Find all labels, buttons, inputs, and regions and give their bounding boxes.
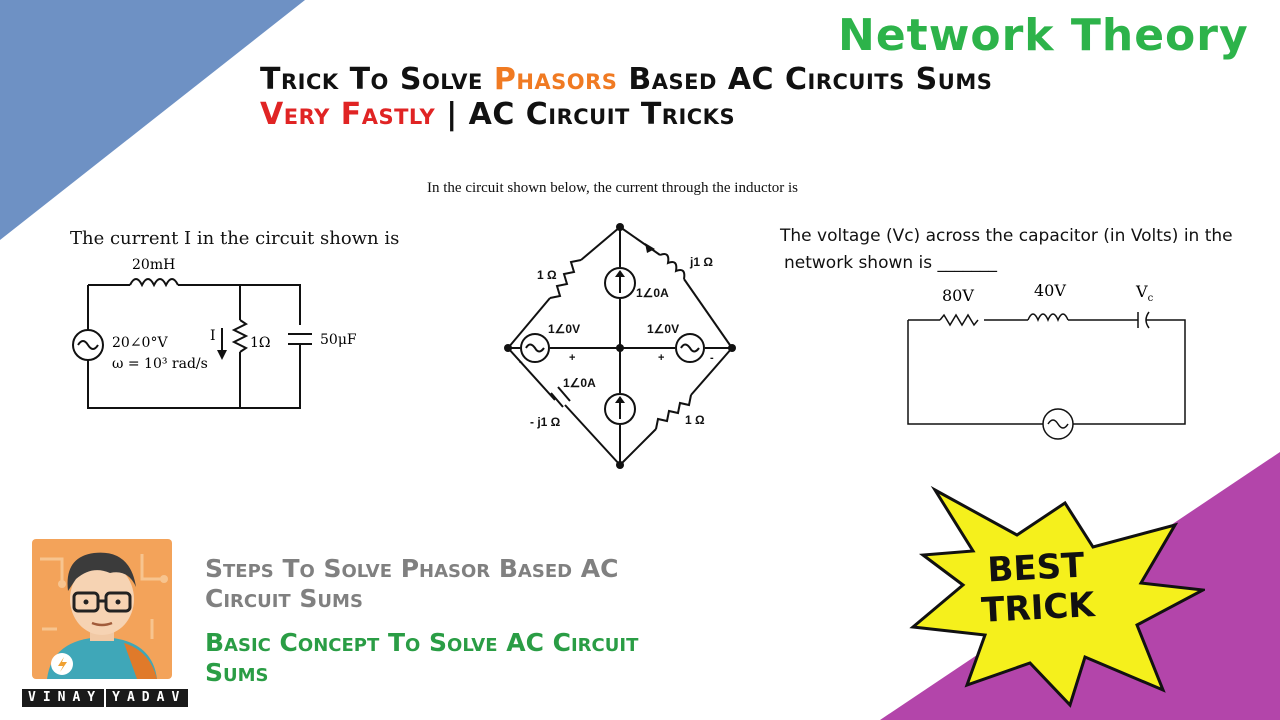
current-source-top-label: 1∠0A <box>636 286 669 300</box>
video-title-line-2: Very Fastly | AC Circuit Tricks <box>260 97 735 132</box>
starburst-shape <box>909 485 1205 708</box>
capacitor-label: 50μF <box>320 332 357 348</box>
channel-signature: VINAY YADAV <box>22 689 189 707</box>
resistor-label: 1Ω <box>250 335 271 351</box>
capacitor-voltage-symbol: V <box>1135 282 1148 301</box>
wire <box>580 226 621 261</box>
node <box>616 344 624 352</box>
wire <box>178 284 301 325</box>
video-title-line-1: Trick To Solve Phasors Based AC Circuits… <box>260 62 992 97</box>
inductor-label: 20mH <box>132 257 175 273</box>
polarity-minus: - <box>519 356 523 368</box>
capacitor-voltage-subscript: c <box>1148 293 1154 304</box>
wire <box>507 297 551 349</box>
wire <box>907 320 1043 425</box>
wire <box>683 278 733 349</box>
concept-heading: Basic Concept To Solve AC Circuit Sums <box>205 628 638 688</box>
ac-source-symbol <box>72 329 104 361</box>
wire <box>619 428 657 466</box>
steps-heading-line-1: Steps To Solve Phasor Based AC <box>205 554 619 583</box>
question-right: The voltage (Vᴄ) across the capacitor (i… <box>780 223 1233 277</box>
title-highlight: Phasors <box>493 62 618 97</box>
best-trick-badge: BEST TRICK <box>955 544 1119 632</box>
resistor-symbol <box>939 313 979 327</box>
question-right-line-1: The voltage (Vᴄ) across the capacitor (i… <box>780 226 1233 246</box>
current-source-bottom <box>604 393 636 425</box>
wire <box>619 226 661 256</box>
polarity-minus: - <box>710 352 714 364</box>
voltage-source-left-label: 1∠0V <box>548 322 580 336</box>
signature-first-name: VINAY <box>22 689 105 707</box>
corner-blue-triangle <box>0 0 305 240</box>
wire <box>564 404 621 466</box>
inductor-symbol <box>1027 313 1069 322</box>
circuit-diagram-right: 80V 40V Vc <box>907 281 1186 440</box>
circuit-diagram-left: 20mH 20∠0°V ω = 10³ rad/s I 1Ω 50μF <box>72 257 357 409</box>
inductor-voltage-label: 40V <box>1034 281 1066 300</box>
steps-heading-line-2: Circuit Sums <box>205 584 363 613</box>
resistor-symbol <box>655 394 692 430</box>
resistor-symbol <box>549 259 582 299</box>
node <box>728 344 736 352</box>
inductor-label: j1 Ω <box>689 255 713 269</box>
concept-heading-line-1: Basic Concept To Solve AC Circuit <box>205 628 639 657</box>
resistor-bottom-right-label: 1 Ω <box>685 413 705 427</box>
title-text: Based AC Circuits Sums <box>617 62 993 97</box>
voltage-source-right <box>675 333 705 363</box>
resistor-top-left-label: 1 Ω <box>537 268 557 282</box>
inductor-current-arrowhead <box>645 243 655 253</box>
polarity-plus: + <box>569 352 575 364</box>
circuit-diagram-middle: 1 Ω j1 Ω 1∠0A 1∠0V 1∠0V 1∠0A - j1 Ω 1 Ω … <box>504 223 736 469</box>
badge-line-2: TRICK <box>980 585 1096 631</box>
source-label: 20∠0°V <box>112 335 168 351</box>
capacitor-plate <box>550 386 571 408</box>
ac-source-symbol <box>1042 408 1074 440</box>
voltage-source-left <box>520 333 550 363</box>
wire <box>690 347 733 396</box>
current-source-top <box>604 267 636 299</box>
concept-heading-line-2: Sums <box>205 658 269 687</box>
inductor-symbol <box>129 278 179 288</box>
title-text: | AC Circuit Tricks <box>435 97 736 132</box>
wire <box>507 347 556 401</box>
presenter-avatar <box>32 539 172 679</box>
wire <box>87 360 301 409</box>
capacitor-label: - j1 Ω <box>530 415 561 429</box>
question-middle: In the circuit shown below, the current … <box>427 180 799 196</box>
current-arrowhead <box>217 350 227 360</box>
capacitor-plate <box>288 333 312 345</box>
signature-last-name: YADAV <box>106 689 189 707</box>
best-trick-burst <box>909 485 1205 708</box>
wire <box>1073 319 1186 425</box>
node <box>504 344 512 352</box>
frequency-label: ω = 10³ rad/s <box>112 356 208 372</box>
steps-heading: Steps To Solve Phasor Based AC Circuit S… <box>205 554 618 614</box>
capacitor-voltage-label: Vc <box>1135 282 1154 304</box>
title-text: Trick To Solve <box>260 62 494 97</box>
question-left: The current I in the circuit shown is <box>70 228 400 249</box>
resistor-voltage-label: 80V <box>942 286 974 305</box>
brand-title: Network Theory <box>838 10 1249 61</box>
current-source-bottom-label: 1∠0A <box>563 376 596 390</box>
current-label: I <box>210 328 216 344</box>
inductor-symbol <box>659 253 686 280</box>
polarity-plus: + <box>658 352 664 364</box>
title-highlight: Very Fastly <box>260 97 436 132</box>
node <box>616 461 624 469</box>
resistor-symbol <box>231 319 249 353</box>
node <box>616 223 624 231</box>
question-right-line-2: network shown is _______ <box>784 253 998 273</box>
voltage-source-right-label: 1∠0V <box>647 322 679 336</box>
